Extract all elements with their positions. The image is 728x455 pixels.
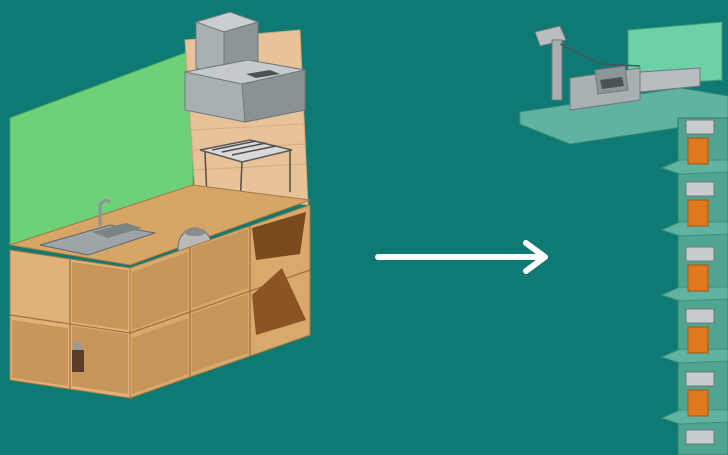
- floor-stove-6: [686, 430, 714, 444]
- range-hood: [185, 60, 305, 122]
